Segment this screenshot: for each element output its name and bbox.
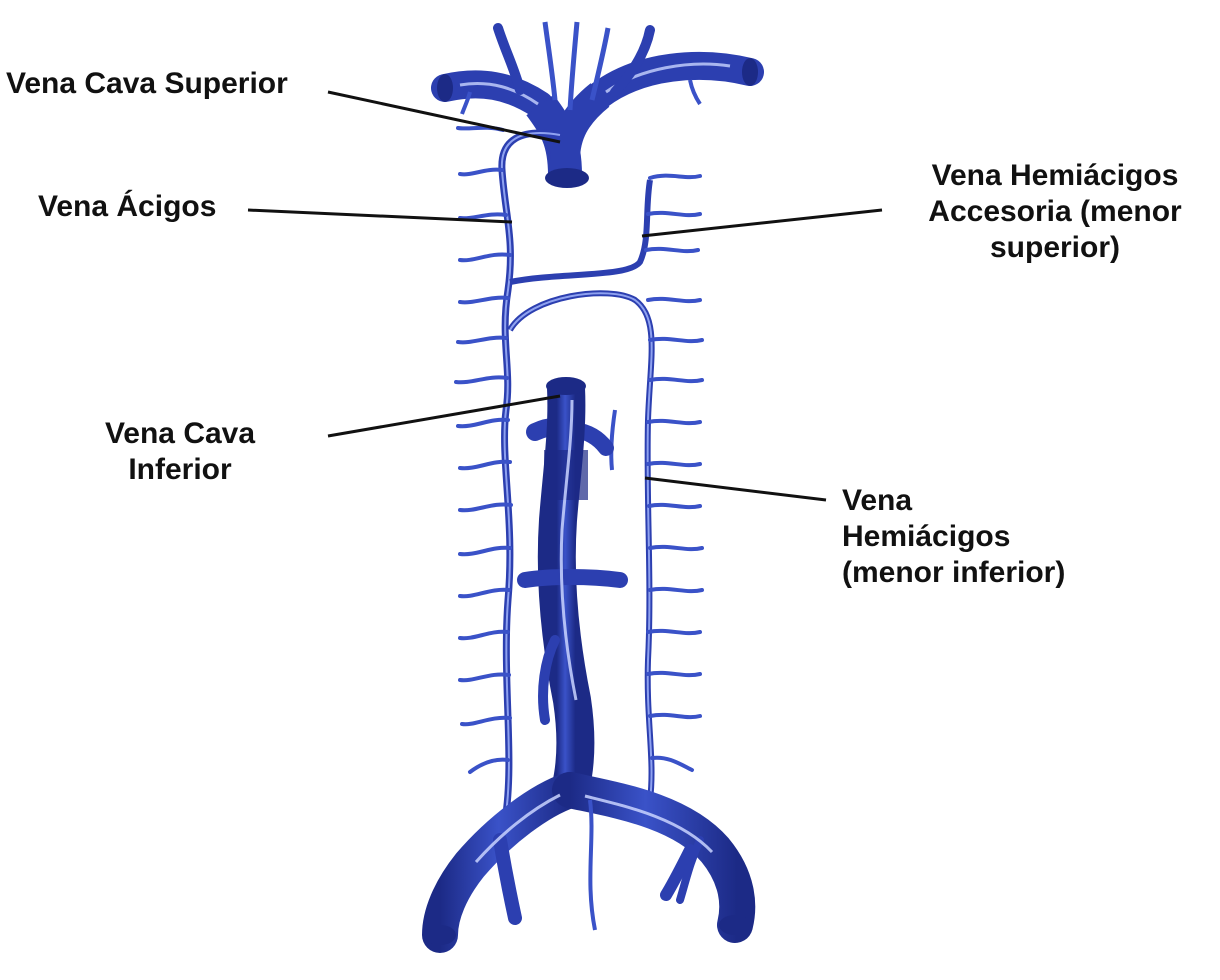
leader-vena-acigos (247, 208, 513, 224)
label-vena-cava-inferior: Vena Cava Inferior (70, 416, 290, 488)
label-line: Vena (842, 484, 913, 517)
label-line: Inferior (128, 453, 232, 486)
superior-vena-cava-vessel (431, 21, 764, 188)
label-line: Vena Cava (104, 417, 256, 450)
right-intercostal-branches (644, 173, 704, 772)
hemiazygos-vessels (507, 179, 655, 801)
label-vena-cava-superior: Vena Cava Superior (6, 66, 288, 102)
label-line: (menor inferior) (842, 556, 1066, 589)
label-vena-acigos: Vena Ácigos (38, 189, 216, 225)
left-intercostal-branches (454, 125, 513, 774)
label-line: Vena Hemiácigos (931, 159, 1179, 192)
leader-vena-hemiacigos (644, 476, 827, 502)
label-line: Vena Cava Superior (6, 67, 288, 100)
label-line: Hemiácigos (842, 520, 1011, 553)
inferior-vena-cava-vessel (517, 377, 628, 795)
iliac-veins-vessel (422, 772, 756, 953)
leader-vena-hemiacigos-accesoria (641, 208, 883, 238)
label-vena-hemiacigos: Vena Hemiácigos (menor inferior) (842, 483, 1065, 591)
label-line: superior) (989, 231, 1121, 264)
label-vena-hemiacigos-accesoria: Vena Hemiácigos Accesoria (menor superio… (900, 158, 1210, 266)
leader-vena-cava-superior (327, 90, 561, 144)
leader-lines (247, 90, 883, 502)
label-line: Vena Ácigos (38, 190, 217, 223)
label-line: Accesoria (menor (928, 195, 1182, 228)
leader-vena-cava-inferior (327, 394, 561, 438)
